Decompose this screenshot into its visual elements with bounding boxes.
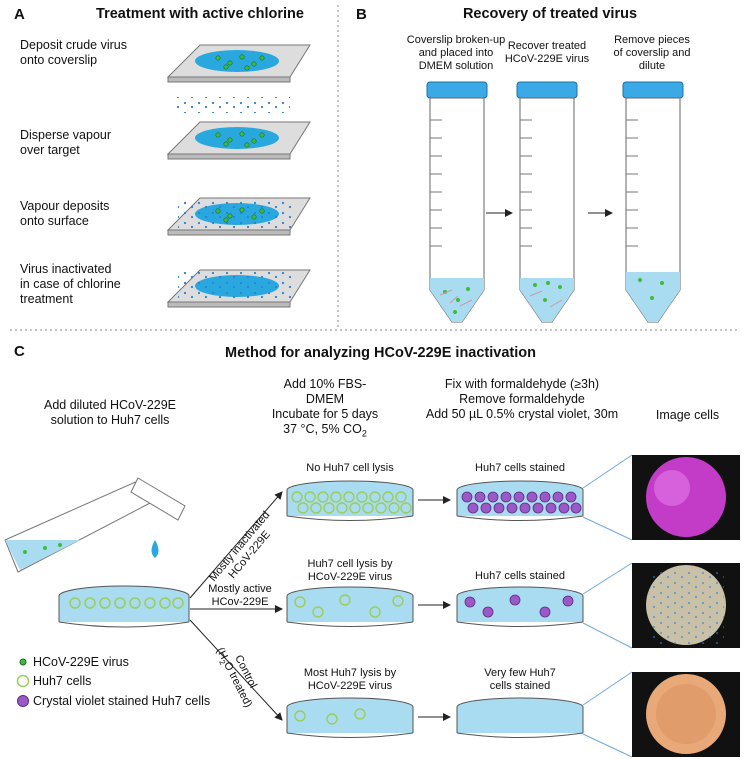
dish-r2-left [286, 586, 414, 627]
tube-1 [426, 81, 488, 323]
dish-r3-left [286, 697, 414, 738]
vapour-cloud [175, 97, 290, 113]
step-c4-text: Image cells [655, 408, 720, 422]
row1-right-label: Huh7 cells stained [475, 462, 565, 474]
tube-2 [516, 81, 578, 323]
panel-a-letter: A [14, 6, 25, 23]
row2-right-label: Huh7 cells stained [475, 570, 565, 582]
pouring-tube [4, 477, 186, 573]
tube-3 [622, 81, 684, 323]
dish-r2-right [456, 586, 584, 627]
panel-c-letter: C [14, 343, 25, 360]
slide-2 [166, 121, 311, 160]
branch-arrow-1 [189, 491, 283, 599]
slide-3 [166, 197, 311, 236]
slide-1 [166, 44, 311, 83]
slide-4 [166, 269, 311, 308]
panel-c-title: Method for analyzing HCoV-229E inactivat… [225, 345, 536, 361]
dish-r1-left [286, 480, 414, 521]
panel-a-title: Treatment with active chlorine [96, 6, 304, 22]
row1-left-label: No Huh7 cell lysis [306, 462, 394, 474]
legend-virus-marker [19, 658, 27, 666]
legend-virus: HCoV-229E virus [33, 655, 129, 669]
legend-huh7-marker [16, 674, 30, 688]
dish-main [58, 585, 190, 628]
legend-violet: Crystal violet stained Huh7 cells [33, 694, 211, 708]
panel-b-title: Recovery of treated virus [462, 6, 638, 22]
panel-b-letter: B [356, 6, 367, 23]
legend-violet-marker [17, 695, 29, 707]
dish-r1-right [456, 480, 584, 521]
legend-huh7: Huh7 cells [33, 674, 92, 688]
branch-arrow-3 [189, 619, 283, 721]
step-c3-text: Fix with formaldehyde (≥3h)Remove formal… [425, 377, 619, 421]
dish-r3-right [456, 697, 584, 738]
